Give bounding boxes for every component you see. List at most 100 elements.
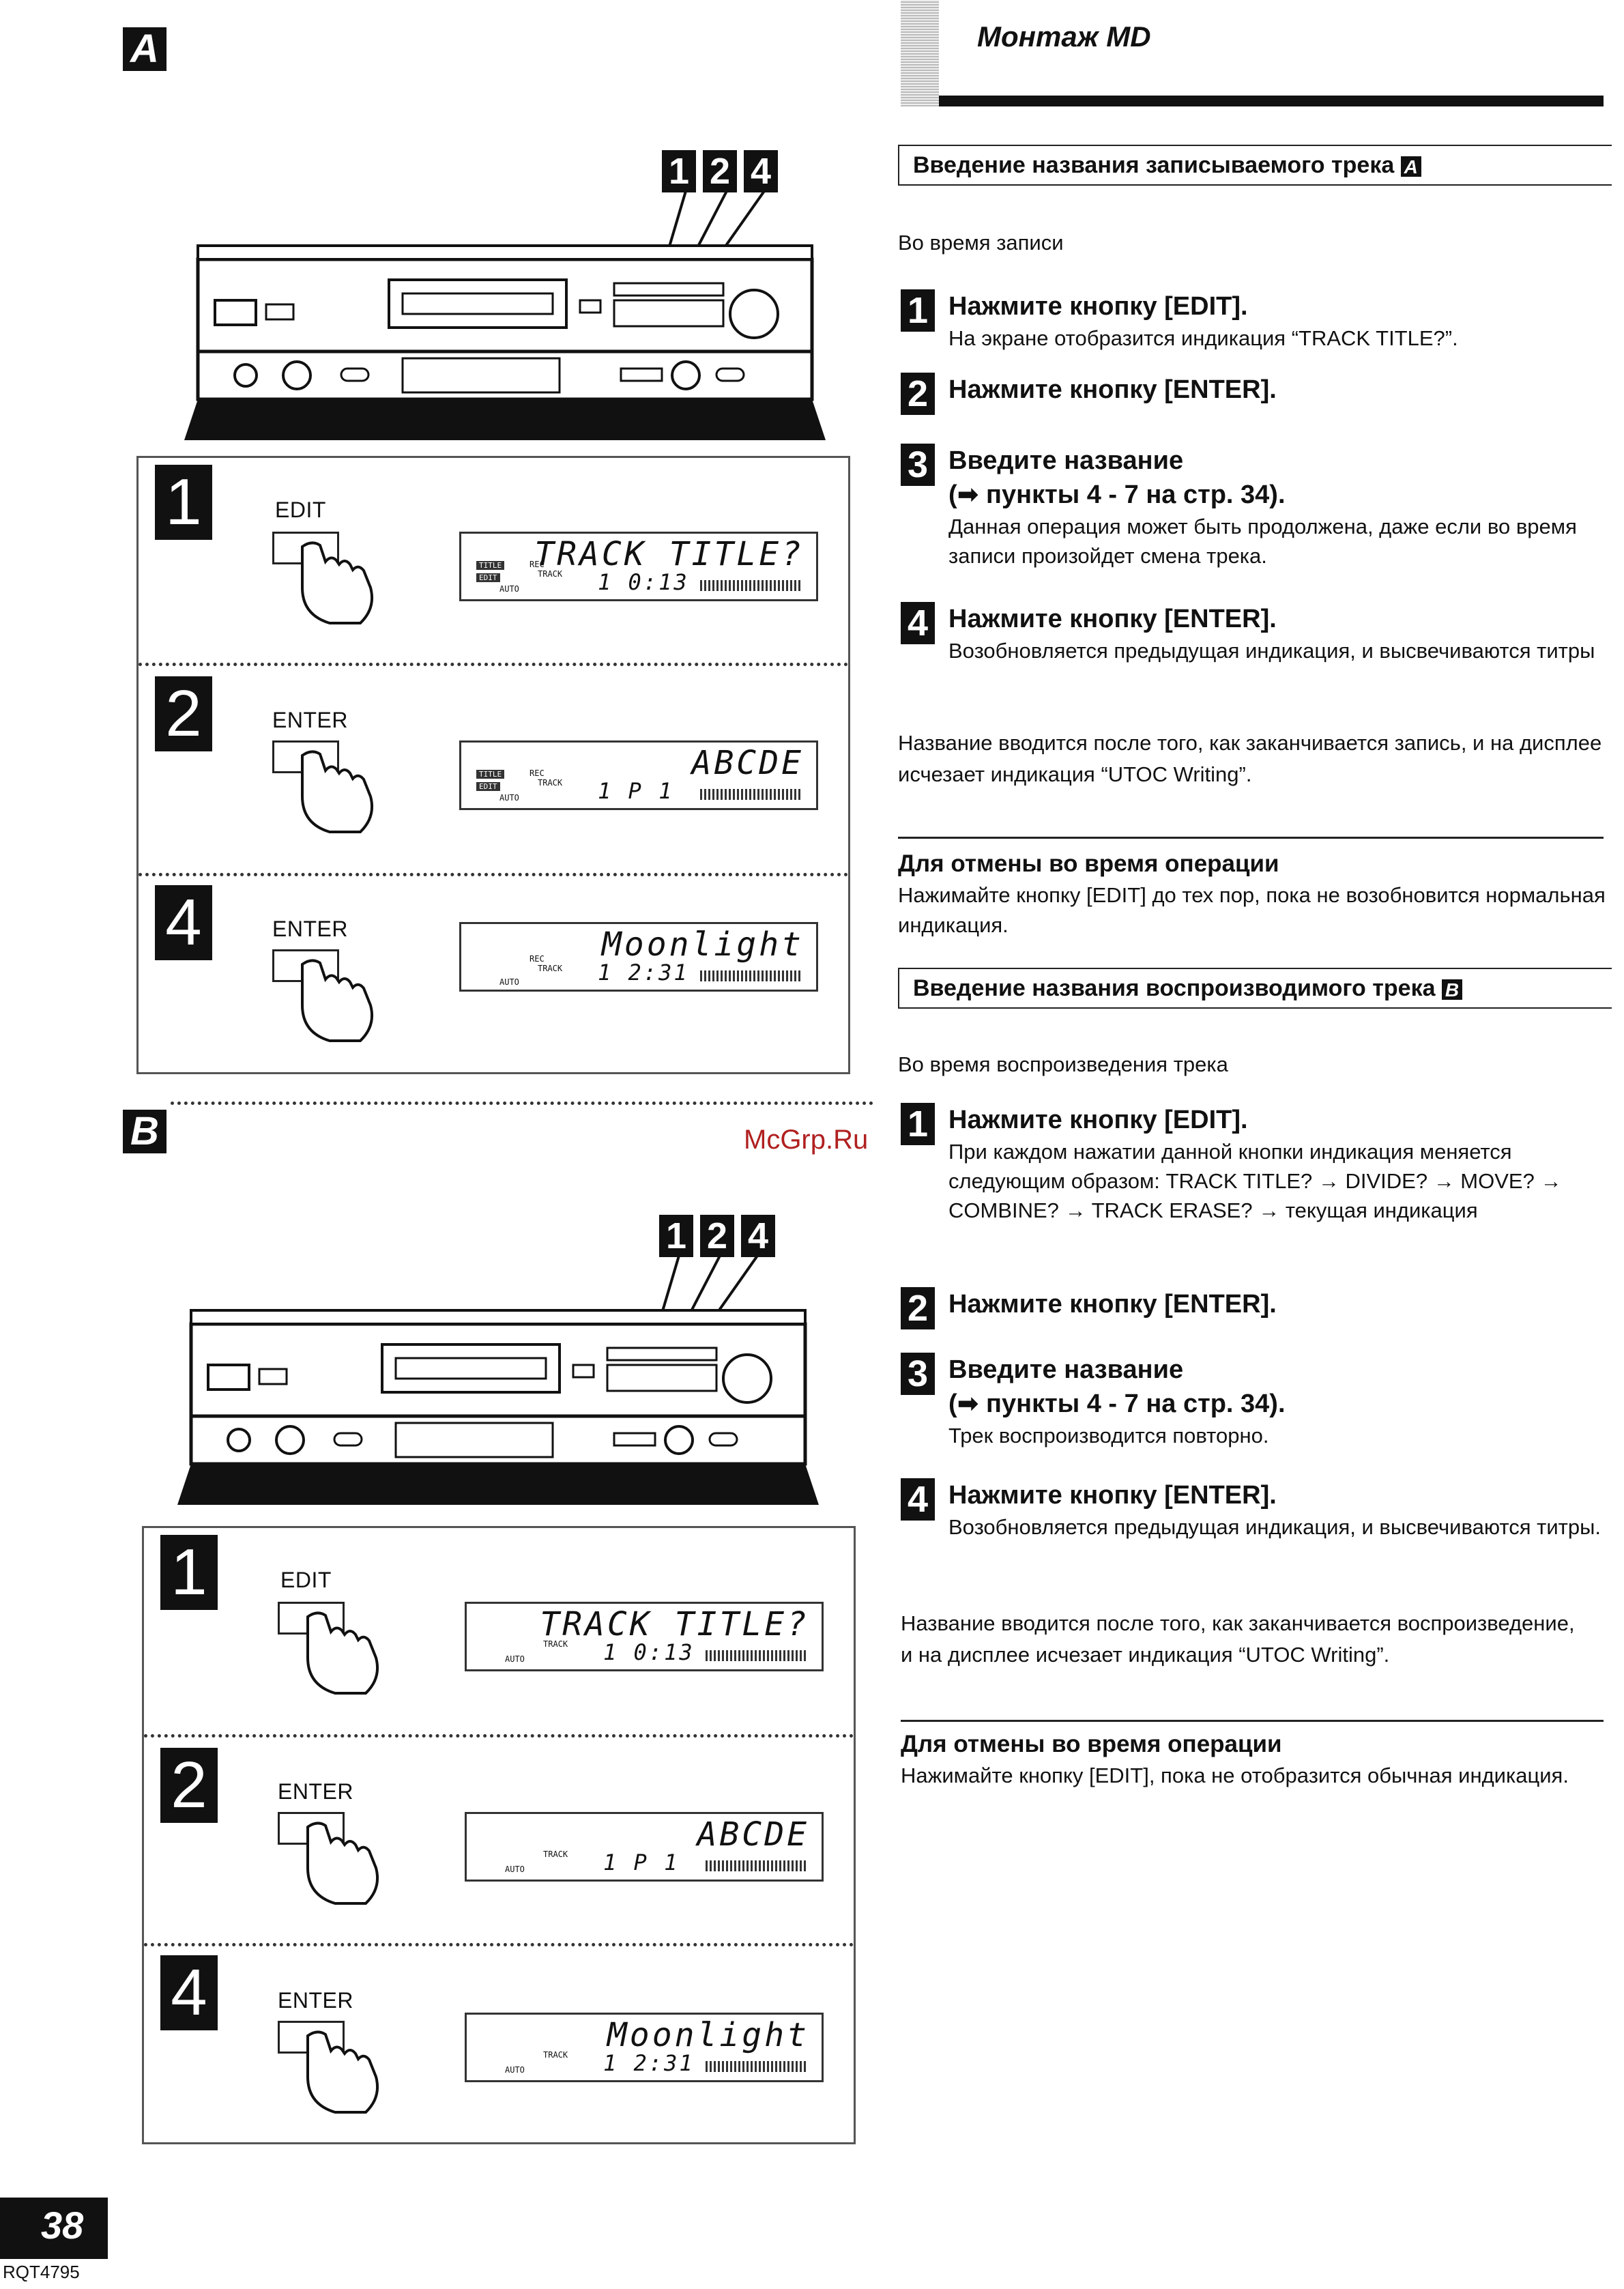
section-a-heading: Введение названия записываемого трека A: [898, 145, 1612, 186]
divider: [139, 873, 848, 876]
lcd-label-track: TRACK: [543, 1639, 568, 1649]
step-badge: 1: [901, 1103, 935, 1145]
step-title: Введите название: [948, 1355, 1184, 1384]
enter-button-label: ENTER: [272, 917, 348, 941]
section-b-intro: Во время воспроизведения трека: [898, 1052, 1228, 1076]
callout-4: 4: [741, 1215, 775, 1257]
step-text: Трек воспроизводится повторно.: [948, 1424, 1269, 1448]
md-deck-illustration-a: [184, 190, 826, 440]
divider-rule: [901, 1720, 1604, 1722]
lcd-main-text: TRACK TITLE?: [534, 535, 804, 573]
lcd-label-edit: EDIT: [476, 782, 500, 791]
divider: [139, 663, 848, 666]
level-meter: [700, 789, 802, 800]
hand-pointer-icon: [301, 541, 374, 624]
lcd-label-auto: AUTO: [499, 584, 519, 594]
lcd-sub-text: 1 2:31: [598, 960, 689, 985]
edit-button-label: EDIT: [280, 1568, 332, 1592]
step-number: 2: [155, 676, 212, 751]
section-a-note: Название вводится после того, как заканч…: [898, 731, 1602, 786]
lcd-label-edit: EDIT: [476, 573, 500, 582]
page-number-box: [0, 2198, 108, 2259]
lcd-display: REC TRACK AUTO Moonlight 1 2:31: [459, 922, 818, 992]
lcd-label-track: TRACK: [538, 778, 563, 788]
section-b-step-3: 3 Введите название (➡ пункты 4 - 7 на ст…: [894, 1353, 1610, 1450]
callout-1: 1: [659, 1215, 693, 1257]
section-b-letter: B: [123, 1110, 166, 1153]
step-text: Возобновляется предыдущая индикация, и в…: [948, 1515, 1601, 1539]
step-text: Возобновляется предыдущая индикация, и в…: [948, 639, 1595, 663]
level-meter: [706, 1860, 808, 1871]
step-title: Нажмите кнопку [ENTER].: [948, 375, 1277, 404]
lcd-label-rec: REC: [530, 560, 545, 569]
step-number: 2: [160, 1748, 218, 1823]
lcd-display: TITLE EDIT REC TRACK AUTO TRACK TITLE? 1…: [459, 532, 818, 601]
section-b-step-4: 4 Нажмите кнопку [ENTER]. Возобновляется…: [894, 1478, 1610, 1542]
section-a-letter: A: [123, 27, 166, 71]
page-title: Монтаж MD: [977, 20, 1151, 53]
lcd-label-rec: REC: [530, 954, 545, 964]
step-number: 1: [155, 465, 212, 540]
document-code: RQT4795: [3, 2262, 80, 2282]
level-meter: [706, 2061, 808, 2072]
step-title: Нажмите кнопку [ENTER].: [948, 605, 1277, 633]
section-separator: [171, 1102, 873, 1105]
section-b-step-1: 1 Нажмите кнопку [EDIT]. При каждом нажа…: [894, 1103, 1610, 1225]
lcd-display: TRACK AUTO TRACK TITLE? 1 0:13: [465, 1602, 824, 1671]
section-b-cancel-text: Нажимайте кнопку [EDIT], пока не отобраз…: [901, 1763, 1569, 1787]
level-meter: [700, 580, 802, 591]
section-b-heading-text: Введение названия воспроизводимого трека: [913, 975, 1436, 1001]
section-b-heading: Введение названия воспроизводимого трека…: [898, 968, 1612, 1009]
hand-pointer-icon: [306, 1822, 379, 1905]
edit-button-label: EDIT: [275, 498, 326, 522]
callout-1: 1: [662, 150, 696, 192]
section-a-step-3: 3 Введите название (➡ пункты 4 - 7 на ст…: [894, 444, 1610, 571]
callout-2: 2: [703, 150, 737, 192]
lcd-display: TRACK AUTO Moonlight 1 2:31: [465, 2013, 824, 2082]
lcd-display: TITLE EDIT REC TRACK AUTO ABCDE 1 P 1: [459, 740, 818, 810]
lcd-main-text: TRACK TITLE?: [540, 1605, 809, 1643]
page-number: 38: [41, 2204, 84, 2247]
divider: [144, 1734, 854, 1738]
lcd-sub-text: 1 2:31: [603, 2050, 695, 2076]
lcd-label-title: TITLE: [476, 561, 505, 570]
section-a-steps-panel: 1 EDIT TITLE EDIT REC TRACK AUTO TRACK T…: [136, 456, 850, 1074]
lcd-sub-text: 1 0:13: [603, 1639, 695, 1665]
step-text: Данная операция может быть продолжена, д…: [948, 515, 1577, 568]
lcd-label-title: TITLE: [476, 770, 505, 779]
lcd-label-track: TRACK: [543, 1849, 568, 1859]
callout-4: 4: [744, 150, 778, 192]
enter-button-label: ENTER: [278, 1988, 353, 2013]
lcd-label-auto: AUTO: [499, 793, 519, 803]
header-bar: [901, 96, 1604, 106]
section-a-heading-text: Введение названия записываемого трека: [913, 152, 1395, 178]
section-b-cancel-title: Для отмены во время операции: [901, 1731, 1282, 1757]
step-title: Нажмите кнопку [ENTER].: [948, 1481, 1277, 1510]
section-b-heading-letter: B: [1441, 979, 1462, 1000]
step-title: Нажмите кнопку [EDIT].: [948, 1106, 1248, 1134]
step-title: Нажмите кнопку [ENTER].: [948, 1290, 1277, 1319]
lcd-label-auto: AUTO: [499, 977, 519, 987]
step-badge: 2: [901, 373, 935, 415]
step-title: Нажмите кнопку [EDIT].: [948, 292, 1248, 321]
step-badge: 4: [901, 1478, 935, 1521]
section-a-heading-letter: A: [1400, 156, 1421, 177]
step-badge: 1: [901, 289, 935, 332]
callout-2: 2: [700, 1215, 734, 1257]
lcd-label-auto: AUTO: [505, 1865, 525, 1874]
lcd-sub-text: 1 P 1: [603, 1849, 680, 1875]
lcd-label-auto: AUTO: [505, 2065, 525, 2075]
step-badge: 4: [901, 602, 935, 644]
hand-pointer-icon: [306, 1611, 379, 1695]
enter-button-label: ENTER: [272, 708, 348, 732]
lcd-main-text: ABCDE: [691, 744, 804, 782]
divider-rule: [898, 837, 1604, 839]
step-badge: 3: [901, 444, 935, 486]
section-b-steps-panel: 1 EDIT TRACK AUTO TRACK TITLE? 1 0:13 2 …: [142, 1526, 856, 2144]
step-badge: 2: [901, 1287, 935, 1329]
lcd-label-track: TRACK: [538, 964, 563, 973]
hand-pointer-icon: [301, 959, 374, 1042]
enter-button-label: ENTER: [278, 1779, 353, 1804]
